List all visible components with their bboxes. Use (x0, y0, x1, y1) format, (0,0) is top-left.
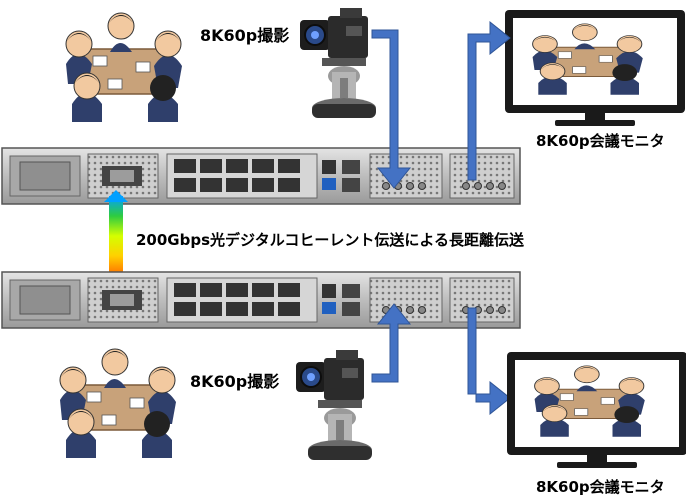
meeting-illustration-top (65, 12, 183, 123)
monitor-label-bottom: 8K60p会議モニタ (536, 478, 665, 496)
monitor-icon-bottom (507, 352, 686, 468)
monitor-icon-top (505, 10, 685, 126)
flow-arrow-camera-to-switch-top (371, 29, 412, 189)
flow-arrow-switch-to-monitor-bottom (467, 307, 511, 416)
transmission-label: 200Gbps光デジタルコヒーレント伝送による長距離伝送 (136, 231, 524, 249)
camera-label-top: 8K60p撮影 (200, 26, 290, 45)
network-switch-top (1, 147, 521, 205)
video-camera-icon-top (299, 7, 377, 119)
flow-arrow-switch-to-monitor-top (467, 20, 511, 181)
video-camera-icon-bottom (295, 349, 373, 461)
flow-arrow-camera-to-switch-bottom (371, 303, 412, 383)
monitor-label-top: 8K60p会議モニタ (536, 132, 665, 150)
network-switch-bottom (1, 271, 521, 329)
meeting-illustration-bottom (59, 348, 177, 459)
camera-label-bottom: 8K60p撮影 (190, 372, 280, 391)
